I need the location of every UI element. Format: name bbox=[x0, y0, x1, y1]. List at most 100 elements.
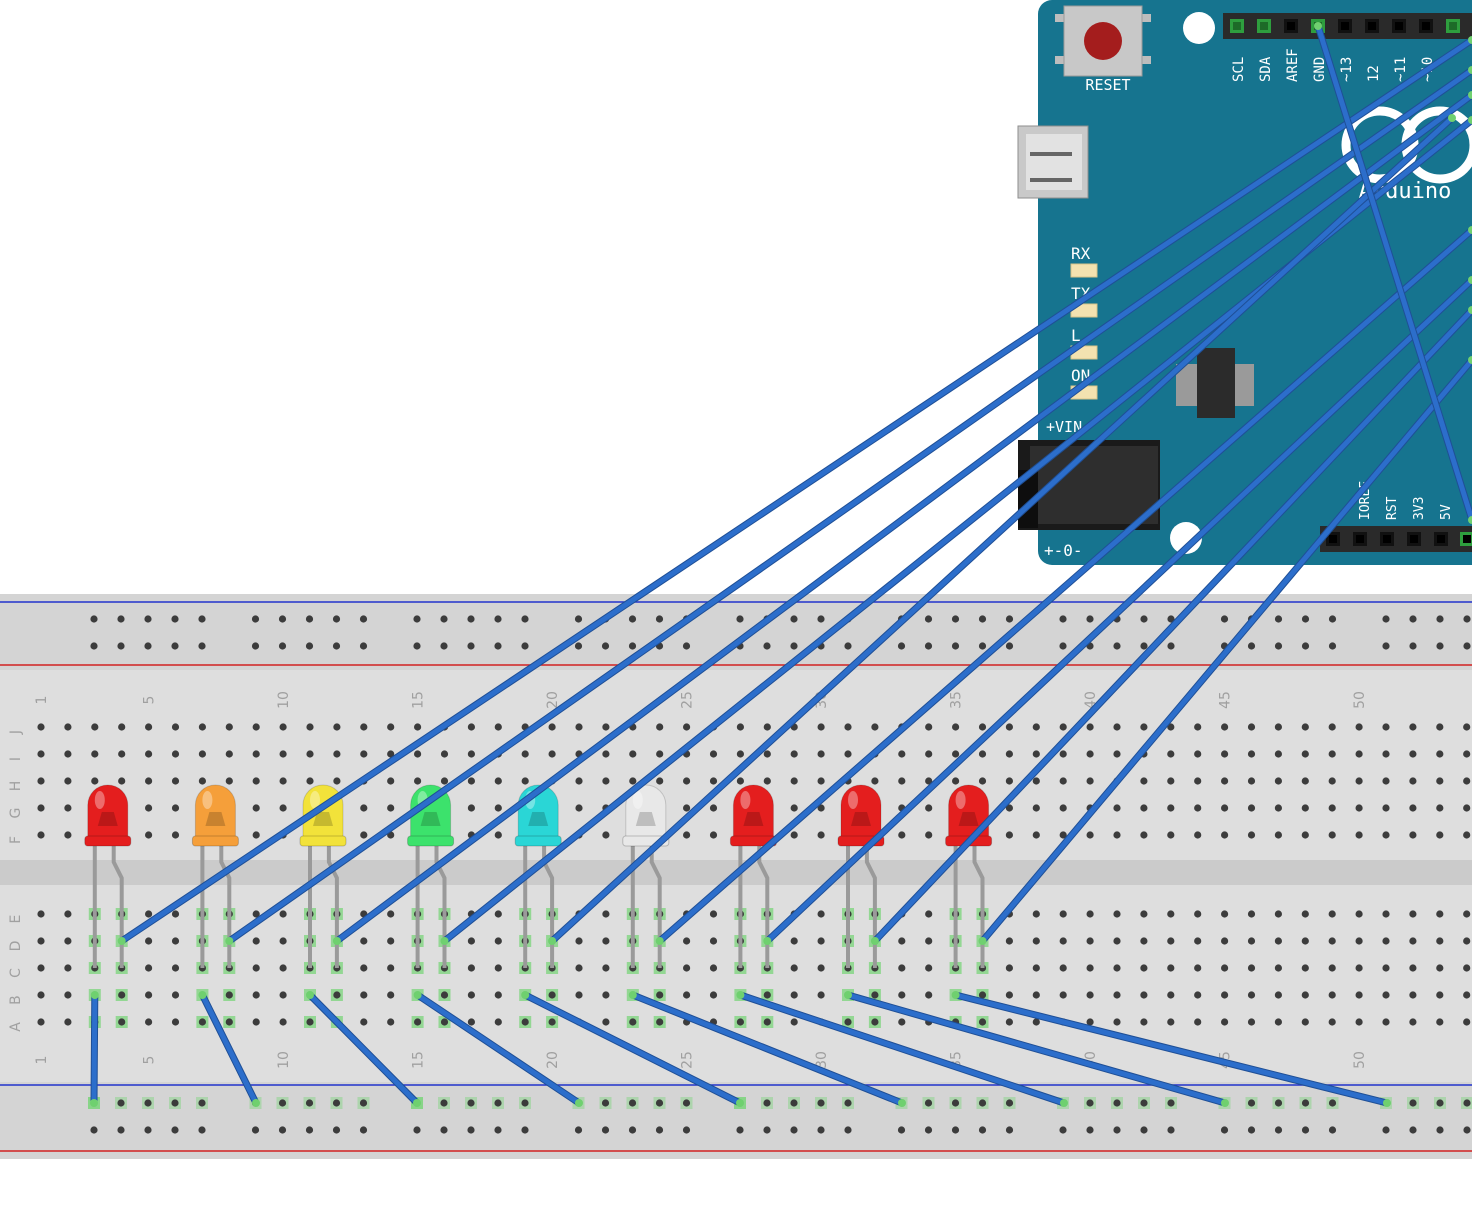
breadboard-hole[interactable] bbox=[817, 750, 825, 758]
breadboard-hole[interactable] bbox=[252, 991, 260, 999]
breadboard-hole[interactable] bbox=[37, 937, 45, 945]
rail-hole[interactable] bbox=[682, 1099, 691, 1107]
breadboard-hole[interactable] bbox=[171, 750, 180, 758]
breadboard-hole[interactable] bbox=[602, 910, 610, 918]
breadboard-hole[interactable] bbox=[1005, 937, 1014, 945]
breadboard-hole[interactable] bbox=[1328, 804, 1336, 812]
breadboard-hole[interactable] bbox=[763, 750, 771, 758]
breadboard-hole[interactable] bbox=[225, 1018, 233, 1026]
breadboard-hole[interactable] bbox=[279, 804, 287, 812]
rail-hole[interactable] bbox=[171, 1126, 179, 1134]
breadboard-hole[interactable] bbox=[898, 777, 906, 785]
breadboard-hole[interactable] bbox=[1436, 937, 1444, 945]
breadboard-hole[interactable] bbox=[145, 910, 153, 918]
breadboard-hole[interactable] bbox=[790, 804, 798, 812]
breadboard-hole[interactable] bbox=[440, 1018, 449, 1026]
rail-hole[interactable] bbox=[278, 1126, 287, 1134]
breadboard-hole[interactable] bbox=[1059, 831, 1067, 839]
breadboard-hole[interactable] bbox=[171, 777, 180, 785]
breadboard-hole[interactable] bbox=[1382, 831, 1390, 839]
breadboard-hole[interactable] bbox=[683, 991, 691, 999]
breadboard-hole[interactable] bbox=[817, 723, 825, 731]
breadboard-hole[interactable] bbox=[1436, 964, 1444, 972]
breadboard-hole[interactable] bbox=[1167, 910, 1175, 918]
header-pin[interactable] bbox=[1341, 22, 1349, 30]
breadboard-hole[interactable] bbox=[1382, 723, 1390, 731]
breadboard-hole[interactable] bbox=[1059, 723, 1067, 731]
rail-hole[interactable] bbox=[1167, 1126, 1175, 1134]
breadboard-hole[interactable] bbox=[1113, 910, 1121, 918]
breadboard-hole[interactable] bbox=[1274, 750, 1282, 758]
breadboard-hole[interactable] bbox=[1436, 1018, 1444, 1026]
breadboard-hole[interactable] bbox=[1247, 723, 1256, 731]
breadboard-hole[interactable] bbox=[683, 723, 691, 731]
breadboard-hole[interactable] bbox=[1167, 991, 1175, 999]
rail-hole[interactable] bbox=[736, 615, 744, 623]
breadboard-hole[interactable] bbox=[1167, 723, 1175, 731]
breadboard-hole[interactable] bbox=[1221, 1018, 1229, 1026]
breadboard-hole[interactable] bbox=[91, 723, 99, 731]
breadboard-hole[interactable] bbox=[817, 937, 825, 945]
breadboard-hole[interactable] bbox=[1436, 991, 1444, 999]
rail-hole[interactable] bbox=[978, 1099, 987, 1107]
breadboard-hole[interactable] bbox=[1355, 804, 1363, 812]
breadboard-hole[interactable] bbox=[898, 831, 906, 839]
breadboard-hole[interactable] bbox=[575, 804, 583, 812]
rail-hole[interactable] bbox=[1436, 1099, 1444, 1107]
rail-hole[interactable] bbox=[1301, 642, 1310, 650]
breadboard-hole[interactable] bbox=[252, 777, 260, 785]
rail-hole[interactable] bbox=[601, 1126, 610, 1134]
rail-hole[interactable] bbox=[628, 642, 637, 650]
breadboard-hole[interactable] bbox=[548, 750, 556, 758]
rail-hole[interactable] bbox=[790, 1126, 798, 1134]
breadboard-hole[interactable] bbox=[1301, 1018, 1309, 1026]
breadboard-hole[interactable] bbox=[1328, 777, 1336, 785]
breadboard-hole[interactable] bbox=[1301, 723, 1309, 731]
breadboard-hole[interactable] bbox=[1436, 723, 1444, 731]
rail-hole[interactable] bbox=[467, 642, 475, 650]
breadboard-hole[interactable] bbox=[1005, 804, 1014, 812]
rail-hole[interactable] bbox=[897, 642, 906, 650]
breadboard-hole[interactable] bbox=[360, 937, 368, 945]
rail-hole[interactable] bbox=[278, 642, 287, 650]
rail-hole[interactable] bbox=[817, 1099, 825, 1107]
breadboard-hole[interactable] bbox=[925, 910, 933, 918]
breadboard-hole[interactable] bbox=[1355, 910, 1363, 918]
breadboard-hole[interactable] bbox=[790, 964, 798, 972]
breadboard-hole[interactable] bbox=[790, 937, 798, 945]
breadboard-hole[interactable] bbox=[414, 750, 422, 758]
breadboard-hole[interactable] bbox=[1274, 804, 1282, 812]
breadboard-hole[interactable] bbox=[1167, 937, 1175, 945]
breadboard-hole[interactable] bbox=[575, 937, 583, 945]
breadboard-hole[interactable] bbox=[1301, 910, 1309, 918]
breadboard-hole[interactable] bbox=[333, 991, 341, 999]
breadboard-hole[interactable] bbox=[1409, 750, 1417, 758]
breadboard-hole[interactable] bbox=[225, 723, 233, 731]
breadboard-hole[interactable] bbox=[817, 831, 825, 839]
breadboard-hole[interactable] bbox=[1328, 937, 1336, 945]
breadboard-hole[interactable] bbox=[1328, 964, 1336, 972]
rail-hole[interactable] bbox=[1140, 615, 1148, 623]
rail-hole[interactable] bbox=[467, 615, 475, 623]
rail-hole[interactable] bbox=[521, 642, 529, 650]
breadboard-hole[interactable] bbox=[360, 1018, 368, 1026]
breadboard-hole[interactable] bbox=[683, 831, 691, 839]
breadboard-hole[interactable] bbox=[1005, 964, 1014, 972]
rail-hole[interactable] bbox=[305, 615, 314, 623]
breadboard-hole[interactable] bbox=[790, 777, 798, 785]
breadboard-hole[interactable] bbox=[925, 964, 933, 972]
breadboard-hole[interactable] bbox=[602, 964, 610, 972]
rail-hole[interactable] bbox=[198, 642, 206, 650]
breadboard-hole[interactable] bbox=[1221, 831, 1229, 839]
breadboard-hole[interactable] bbox=[1086, 831, 1094, 839]
breadboard-hole[interactable] bbox=[548, 723, 556, 731]
rail-hole[interactable] bbox=[978, 615, 987, 623]
rail-hole[interactable] bbox=[655, 1126, 664, 1134]
rail-hole[interactable] bbox=[628, 1099, 637, 1107]
breadboard-hole[interactable] bbox=[440, 991, 449, 999]
breadboard-hole[interactable] bbox=[1032, 937, 1040, 945]
breadboard-hole[interactable] bbox=[1167, 831, 1175, 839]
breadboard-hole[interactable] bbox=[1032, 1018, 1040, 1026]
breadboard-hole[interactable] bbox=[1221, 750, 1229, 758]
breadboard-hole[interactable] bbox=[1382, 991, 1390, 999]
